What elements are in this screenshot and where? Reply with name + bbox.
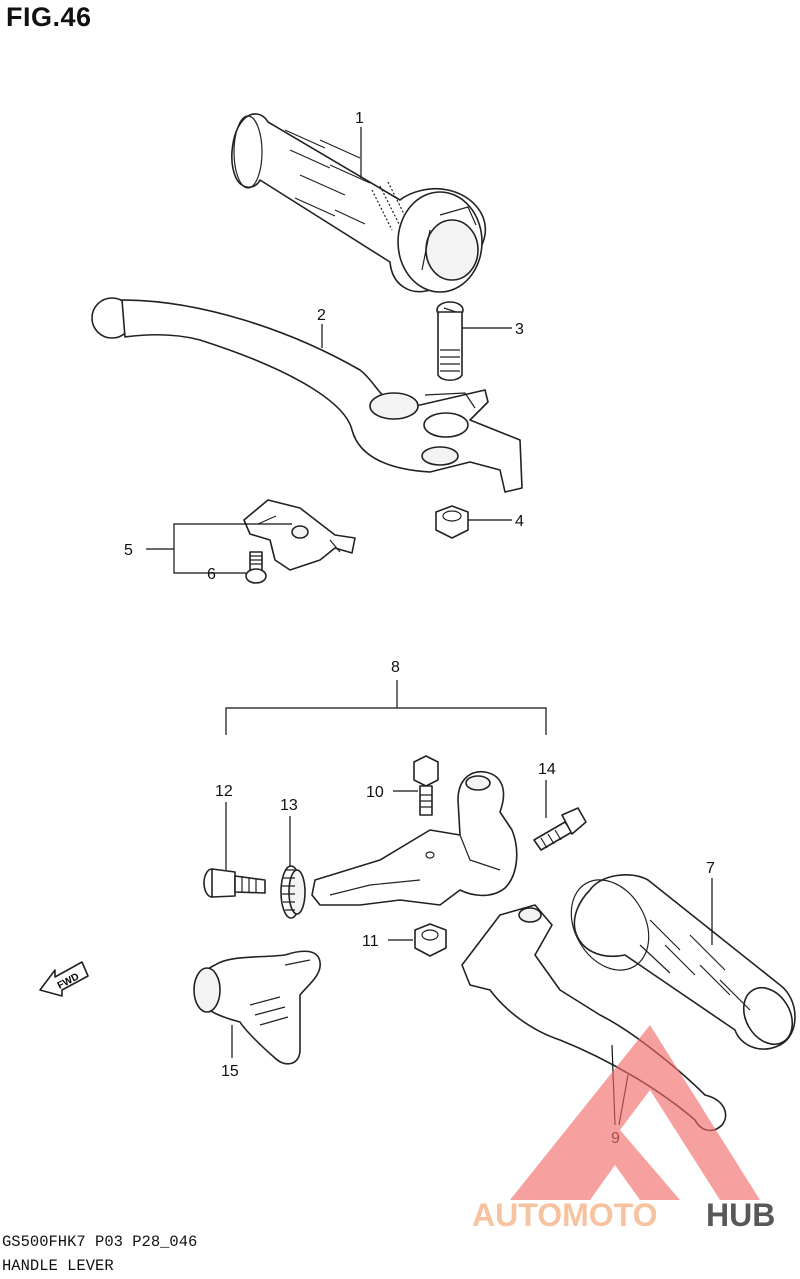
- part-8-lever-holder: [311, 771, 518, 906]
- part-10-bolt: [413, 755, 439, 816]
- callout-14: 14: [538, 761, 556, 778]
- part-5-brake-switch: [243, 499, 356, 571]
- part-4-nut: [435, 505, 469, 539]
- figure-title: FIG.46: [6, 2, 92, 32]
- footer-figure-name: HANDLE LEVER: [2, 1257, 114, 1275]
- watermark-text-automoto: AUTOMOTO: [472, 1197, 657, 1233]
- callout-5: 5: [124, 542, 133, 559]
- part-13-adjuster: [280, 865, 306, 919]
- callout-8: 8: [391, 659, 400, 676]
- callout-15: 15: [221, 1063, 239, 1080]
- part-12-bolt: [203, 868, 266, 898]
- callout-6: 6: [207, 566, 216, 583]
- callout-3: 3: [515, 321, 524, 338]
- callout-13: 13: [280, 797, 298, 814]
- footer-model-code: GS500FHK7 P03 P28_046: [2, 1233, 198, 1251]
- callout-10: 10: [366, 784, 384, 801]
- fwd-direction-arrow: FWD: [39, 961, 89, 997]
- part-2-brake-lever: [91, 297, 523, 493]
- part-14-bolt: [533, 807, 587, 851]
- callout-labels: 1 2 3 4 5 6 7 8 9 10 11 12 13 14 15: [124, 110, 715, 1147]
- part-11-nut: [414, 923, 447, 957]
- part-7-left-grip: [570, 874, 796, 1050]
- watermark-text-hub: HUB: [706, 1197, 775, 1233]
- callout-1: 1: [355, 110, 364, 127]
- part-3-pivot-bolt: [436, 301, 464, 382]
- leader-lines: [146, 127, 713, 1126]
- callout-12: 12: [215, 783, 233, 800]
- watermark-triangle-icon: [510, 1025, 760, 1200]
- callout-11: 11: [362, 933, 379, 950]
- part-1-throttle-grip: [231, 113, 487, 293]
- callout-4: 4: [515, 513, 524, 530]
- part-15-lever-cover: [193, 950, 321, 1065]
- callout-2: 2: [317, 307, 326, 324]
- callout-7: 7: [706, 860, 715, 877]
- watermark-logo: AUTOMOTO HUB: [472, 1025, 775, 1233]
- part-6-screw: [245, 551, 267, 584]
